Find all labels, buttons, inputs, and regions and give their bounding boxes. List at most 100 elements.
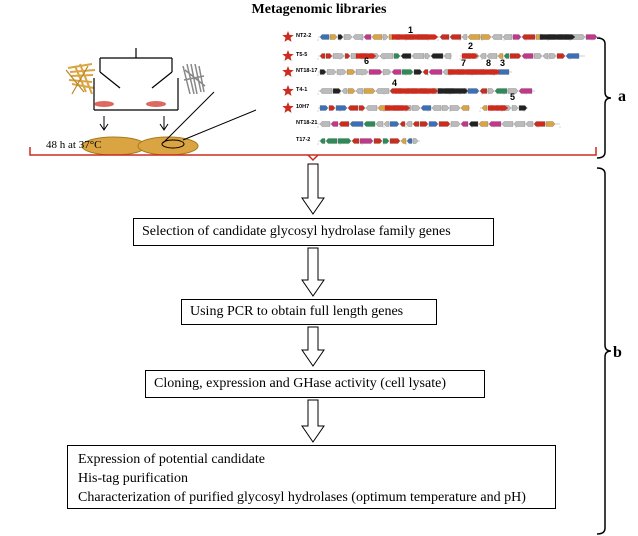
star-icon: [282, 66, 294, 77]
wheat-straw-icon: [65, 63, 96, 95]
gene-arrow: [497, 53, 504, 59]
gene-arrow: [319, 88, 333, 94]
gene-arrow: [518, 88, 533, 94]
gene-arrow: [393, 53, 401, 59]
target-gene-arrow: [539, 34, 576, 40]
incubation-label: 48 h at 37°C: [46, 139, 102, 151]
gene-arrow: [335, 105, 348, 111]
gene-arrow: [319, 105, 329, 111]
gene-arrow: [512, 34, 522, 40]
gene-arrow: [548, 53, 557, 59]
gene-arrow: [344, 53, 351, 59]
gene-arrow: [338, 121, 350, 127]
gene-arrow: [363, 121, 376, 127]
gene-arrow: [347, 105, 359, 111]
section-label-b: b: [613, 344, 622, 361]
gene-arrow: [328, 105, 336, 111]
gene-arrow: [347, 88, 356, 94]
gene-arrow: [467, 34, 481, 40]
step-box-selection: Selection of candidate glycosyl hydrolas…: [133, 218, 494, 246]
library-label: 10H7: [296, 104, 310, 110]
gene-arrow: [412, 121, 420, 127]
gene-arrow: [424, 53, 431, 59]
gene-arrow: [337, 138, 352, 144]
section-label-a: a: [618, 88, 626, 105]
gene-arrow: [479, 53, 487, 59]
target-gene-arrow: [437, 88, 469, 94]
gene-arrow: [521, 53, 534, 59]
gene-arrow: [449, 105, 461, 111]
gene-arrow: [513, 121, 526, 127]
gene-arrow: [382, 69, 392, 75]
gene-arrow: [406, 138, 413, 144]
gene-arrow: [413, 69, 423, 75]
gene-marker-number: 7: [461, 58, 467, 68]
gene-arrow: [352, 34, 364, 40]
gene-arrow: [343, 34, 353, 40]
gene-arrow: [389, 138, 401, 144]
target-gene-arrow: [487, 105, 509, 111]
library-label: NT2-2: [296, 33, 312, 39]
gene-arrow: [443, 53, 452, 59]
gene-arrow: [542, 53, 549, 59]
gene-arrow: [585, 34, 598, 40]
gene-arrow: [319, 138, 326, 144]
gene-arrow: [545, 121, 556, 127]
gene-arrow: [487, 88, 495, 94]
gene-arrow: [365, 105, 378, 111]
gene-arrow: [325, 138, 338, 144]
sample-dots: [94, 101, 166, 107]
step-box-pcr: Using PCR to obtain full length genes: [181, 299, 437, 325]
gene-arrow: [411, 105, 421, 111]
gene-arrow: [450, 121, 461, 127]
gene-arrow: [382, 138, 390, 144]
gene-arrow: [337, 34, 344, 40]
target-gene-arrow: [447, 69, 501, 75]
gene-arrow: [521, 34, 536, 40]
gene-arrow: [319, 34, 330, 40]
gene-arrow: [439, 34, 450, 40]
gene-arrow: [479, 88, 488, 94]
gene-arrow: [355, 88, 364, 94]
gene-marker-number: 2: [468, 41, 474, 51]
flow-arrow-3: [301, 326, 325, 367]
gene-arrow: [349, 121, 364, 127]
gene-arrow: [441, 105, 450, 111]
zoom-line: [162, 91, 215, 144]
zoom-line: [182, 109, 257, 141]
final-step-line: His-tag purification: [78, 471, 189, 486]
target-gene-arrow: [391, 34, 439, 40]
gene-arrow: [319, 69, 327, 75]
gene-arrow: [391, 69, 402, 75]
sample-split-lines: [93, 48, 179, 111]
gene-arrow: [326, 69, 337, 75]
star-icon: [282, 31, 294, 42]
gene-arrow: [481, 105, 488, 111]
gene-arrow: [382, 34, 389, 40]
gene-arrow: [332, 53, 345, 59]
gene-arrow: [375, 121, 384, 127]
gene-arrow: [501, 121, 514, 127]
gene-arrow: [507, 88, 519, 94]
gene-arrow: [351, 138, 360, 144]
gene-arrow: [399, 121, 406, 127]
final-step-line: Expression of potential candidate: [78, 452, 265, 467]
gene-arrow: [461, 34, 468, 40]
gene-marker-number: 4: [392, 78, 398, 88]
gene-arrow: [411, 53, 425, 59]
gene-arrow: [491, 34, 503, 40]
section-b-bracket: [596, 167, 612, 535]
flow-arrow-2: [301, 247, 325, 297]
gene-arrow: [363, 88, 376, 94]
gene-arrow: [502, 34, 513, 40]
gene-arrow: [383, 121, 390, 127]
gene-arrow: [405, 121, 413, 127]
step-box-characterization: Expression of potential candidate His-ta…: [67, 445, 556, 509]
diagram-title: Metagenomic libraries: [251, 2, 387, 17]
library-label: T4-1: [296, 87, 308, 93]
target-gene-arrow: [461, 53, 479, 59]
final-step-line: Characterization of purified glycosyl hy…: [78, 490, 526, 505]
flow-arrows: [301, 163, 325, 443]
gene-arrow: [518, 105, 528, 111]
gene-arrow: [371, 34, 383, 40]
